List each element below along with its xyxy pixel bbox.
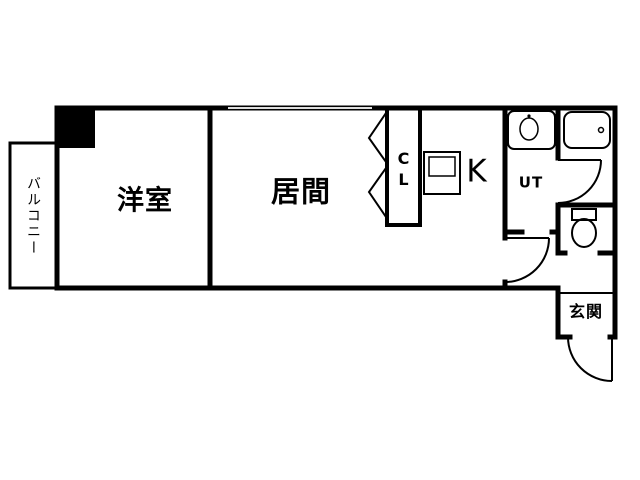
balcony-label: バルコニー (25, 176, 41, 256)
stove-icon (423, 151, 461, 195)
bath-door-swing-icon (557, 159, 602, 204)
washbasin-icon (507, 110, 556, 150)
walls (54, 105, 618, 340)
western-room-label: 洋室 (117, 185, 173, 217)
entrance-label: 玄関 (568, 302, 604, 321)
balcony-outline (8, 141, 59, 290)
door-swing-icons (504, 159, 613, 382)
bathtub-icon (563, 111, 611, 149)
toilet-icon (571, 208, 597, 248)
closet-label: CL (394, 149, 413, 191)
utility-label: UT (518, 173, 544, 192)
hall-door-swing-icon (504, 237, 550, 283)
front-door-swing-icon (567, 336, 613, 382)
living-room-label: 居間 (270, 174, 332, 209)
kitchen-label: K (466, 153, 488, 190)
pillar (57, 108, 95, 148)
folding-door-icon (367, 109, 387, 221)
